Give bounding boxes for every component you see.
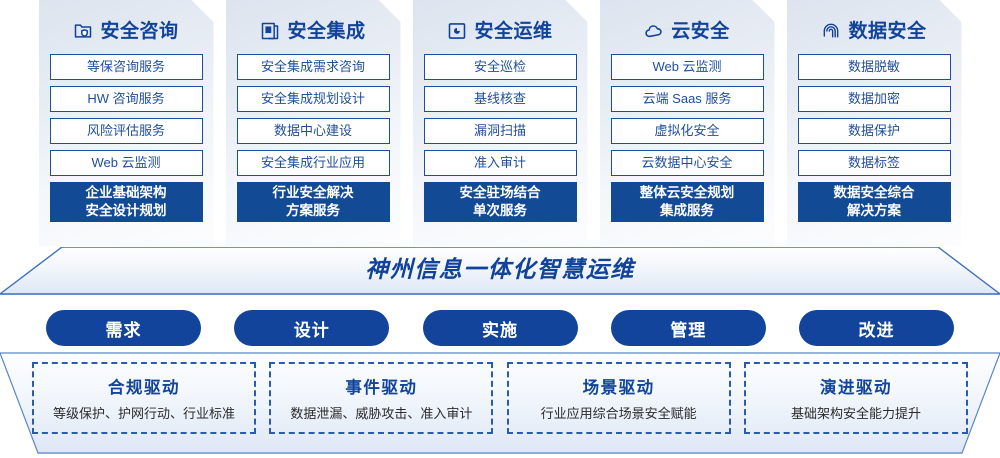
service-item[interactable]: Web 云监测	[50, 150, 203, 176]
driver-description: 数据泄漏、威胁攻击、准入审计	[290, 406, 473, 421]
service-item[interactable]: 虚拟化安全	[611, 118, 764, 144]
pillar-highlight[interactable]: 安全驻场结合 单次服务	[424, 182, 577, 222]
service-list: 安全巡检 基线核查 漏洞扫描 准入审计	[424, 54, 577, 176]
driver-description: 行业应用综合场景安全赋能	[540, 406, 697, 421]
pillar-highlight[interactable]: 数据安全综合 解决方案	[798, 182, 951, 222]
service-item[interactable]: HW 咨询服务	[50, 86, 203, 112]
pillar-highlight-line: 集成服务	[660, 203, 714, 218]
driver-section: 合规驱动 等级保护、护网行动、行业标准 事件驱动 数据泄漏、威胁攻击、准入审计 …	[0, 352, 1000, 454]
phase-pill-improvement[interactable]: 改进	[799, 310, 954, 346]
platform-banner-title: 神州信息一体化智慧运维	[365, 256, 635, 282]
pillar-highlight-line: 方案服务	[286, 203, 340, 218]
pillar-highlight-line: 解决方案	[847, 203, 901, 218]
pillar-title: 数据安全	[848, 20, 927, 42]
phase-pill-management[interactable]: 管理	[610, 310, 766, 346]
pillar-title: 安全集成	[287, 20, 366, 42]
service-item[interactable]: 等保咨询服务	[50, 54, 203, 80]
phase-pill-design[interactable]: 设计	[234, 310, 390, 346]
driver-card-row: 合规驱动 等级保护、护网行动、行业标准 事件驱动 数据泄漏、威胁攻击、准入审计 …	[32, 362, 968, 442]
pillar-highlight[interactable]: 整体云安全规划 集成服务	[611, 182, 764, 222]
service-item[interactable]: 数据保护	[798, 118, 951, 144]
phase-pill-requirement[interactable]: 需求	[46, 310, 201, 346]
pillar-highlight[interactable]: 行业安全解决 方案服务	[237, 182, 390, 222]
pillar-highlight-line: 行业安全解决	[272, 185, 354, 200]
pillar-card-row: 安全咨询 等保咨询服务 HW 咨询服务 风险评估服务 Web 云监测 企业基础架…	[0, 0, 1000, 250]
driver-title: 演进驱动	[819, 379, 892, 397]
driver-card-scenario[interactable]: 场景驱动 行业应用综合场景安全赋能	[506, 362, 731, 434]
monitor-chart-icon	[447, 21, 467, 41]
service-list: 安全集成需求咨询 安全集成规划设计 数据中心建设 安全集成行业应用	[237, 54, 390, 176]
platform-banner: 神州信息一体化智慧运维	[0, 247, 1000, 295]
driver-card-compliance[interactable]: 合规驱动 等级保护、护网行动、行业标准	[32, 362, 256, 434]
fingerprint-icon	[821, 21, 841, 41]
pillar-header: 安全集成	[237, 10, 390, 52]
service-list: Web 云监测 云端 Saas 服务 虚拟化安全 云数据中心安全	[611, 54, 764, 176]
service-item[interactable]: 数据标签	[798, 150, 951, 176]
pillar-title: 安全咨询	[100, 20, 179, 42]
driver-description: 基础架构安全能力提升	[790, 406, 921, 421]
driver-description: 等级保护、护网行动、行业标准	[52, 406, 235, 421]
pillar-highlight-line: 企业基础架构	[85, 185, 167, 200]
service-item[interactable]: 云端 Saas 服务	[611, 86, 764, 112]
documents-stack-icon	[260, 21, 280, 41]
pillar-card-security-integration[interactable]: 安全集成 安全集成需求咨询 安全集成规划设计 数据中心建设 安全集成行业应用 行…	[226, 0, 401, 246]
pillar-card-security-consulting[interactable]: 安全咨询 等保咨询服务 HW 咨询服务 风险评估服务 Web 云监测 企业基础架…	[39, 0, 214, 246]
pillar-title: 云安全	[671, 20, 730, 42]
service-item[interactable]: 基线核查	[424, 86, 577, 112]
service-item[interactable]: 安全集成需求咨询	[237, 54, 390, 80]
pillar-header: 云安全	[611, 10, 764, 52]
pillar-highlight-line: 安全驻场结合	[459, 185, 541, 200]
cloud-icon	[644, 21, 664, 41]
service-item[interactable]: 安全集成行业应用	[237, 150, 390, 176]
service-item[interactable]: Web 云监测	[611, 54, 764, 80]
service-item[interactable]: 安全集成规划设计	[237, 86, 390, 112]
pillar-header: 安全运维	[424, 10, 577, 52]
driver-title: 事件驱动	[345, 379, 418, 397]
folder-shield-icon	[73, 21, 93, 41]
pillar-header: 数据安全	[798, 10, 951, 52]
driver-card-evolution[interactable]: 演进驱动 基础架构安全能力提升	[743, 362, 968, 434]
pillar-card-data-security[interactable]: 数据安全 数据脱敏 数据加密 数据保护 数据标签 数据安全综合 解决方案	[787, 0, 962, 246]
pillar-card-cloud-security[interactable]: 云安全 Web 云监测 云端 Saas 服务 虚拟化安全 云数据中心安全 整体云…	[600, 0, 775, 246]
service-item[interactable]: 数据加密	[798, 86, 951, 112]
service-item[interactable]: 数据脱敏	[798, 54, 951, 80]
phase-pill-implementation[interactable]: 实施	[422, 310, 578, 346]
service-item[interactable]: 漏洞扫描	[424, 118, 577, 144]
service-item[interactable]: 云数据中心安全	[611, 150, 764, 176]
service-list: 等保咨询服务 HW 咨询服务 风险评估服务 Web 云监测	[50, 54, 203, 176]
driver-card-incident[interactable]: 事件驱动 数据泄漏、威胁攻击、准入审计	[269, 362, 494, 434]
service-item[interactable]: 安全巡检	[424, 54, 577, 80]
service-list: 数据脱敏 数据加密 数据保护 数据标签	[798, 54, 951, 176]
pillar-highlight[interactable]: 企业基础架构 安全设计规划	[50, 182, 203, 222]
pillar-card-security-operations[interactable]: 安全运维 安全巡检 基线核查 漏洞扫描 准入审计 安全驻场结合 单次服务	[413, 0, 588, 246]
pillar-title: 安全运维	[474, 20, 553, 42]
driver-title: 场景驱动	[582, 379, 655, 397]
pillar-highlight-line: 单次服务	[473, 203, 527, 218]
driver-title: 合规驱动	[108, 379, 180, 397]
pillar-highlight-line: 整体云安全规划	[639, 185, 735, 200]
service-item[interactable]: 风险评估服务	[50, 118, 203, 144]
pillar-header: 安全咨询	[50, 10, 203, 52]
service-item[interactable]: 数据中心建设	[237, 118, 390, 144]
pillar-highlight-line: 数据安全综合	[833, 185, 915, 200]
phase-pill-row: 需求 设计 实施 管理 改进	[46, 310, 954, 346]
service-item[interactable]: 准入审计	[424, 150, 577, 176]
pillar-highlight-line: 安全设计规划	[85, 203, 167, 218]
